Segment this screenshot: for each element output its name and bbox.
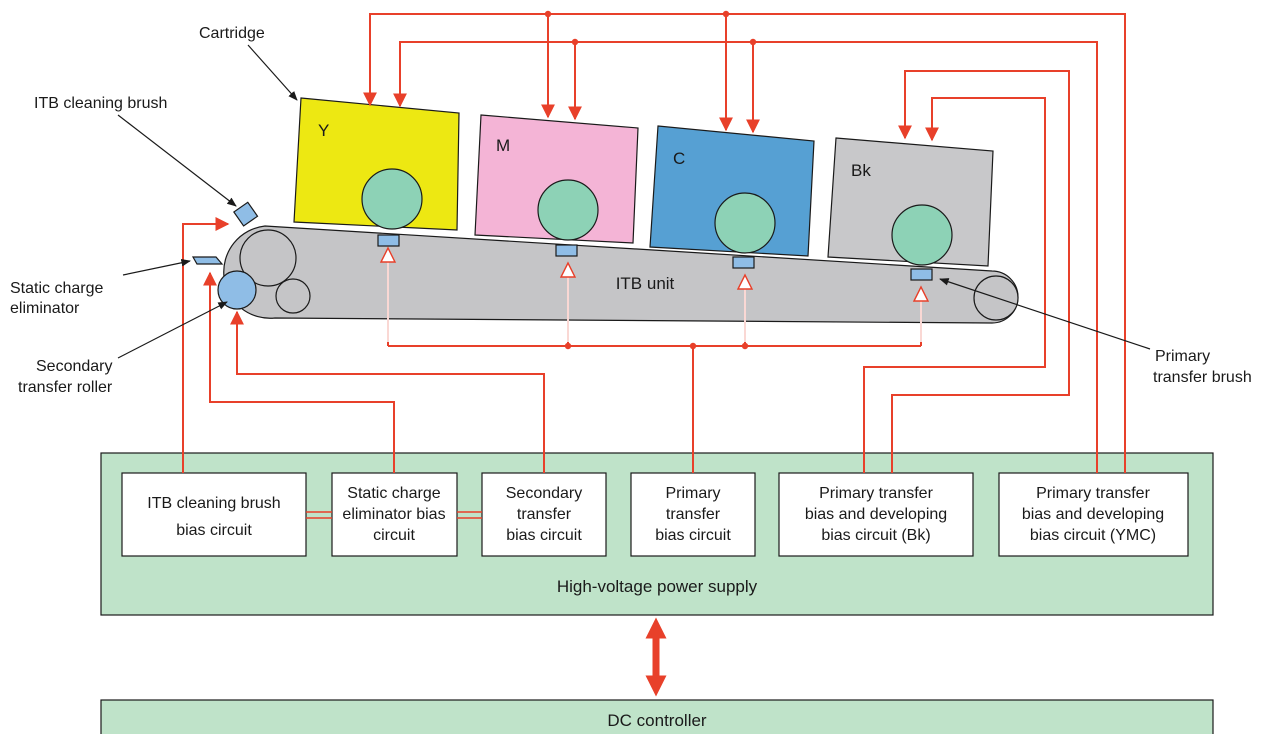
circuit-label-line: bias circuit <box>655 527 731 544</box>
primary-brush-bk <box>910 268 933 281</box>
primary-brush-y <box>377 234 400 247</box>
circuit-label-line: Static charge <box>347 485 440 502</box>
circuit-label-line: transfer <box>666 506 721 523</box>
primary-brush-m <box>555 244 578 257</box>
box-connector-2 <box>457 511 482 519</box>
circuit-box-secondary-transfer: Secondary transfer bias circuit <box>481 472 607 557</box>
circuit-label-line: bias and developing <box>805 506 947 523</box>
dc-controller-title: DC controller <box>607 711 707 730</box>
circuit-box-static-eliminator: Static charge eliminator bias circuit <box>331 472 458 557</box>
dc-controller-panel <box>100 699 1214 734</box>
circuit-label-line: circuit <box>373 527 415 544</box>
circuit-label-line: Secondary <box>506 485 583 502</box>
label-line: Static charge <box>10 280 103 297</box>
wiring-ymc-developing <box>363 10 1126 473</box>
primary-transfer-brush-leader <box>939 278 1151 350</box>
circuit-label-line: bias circuit <box>176 522 252 539</box>
circuit-label-line: bias and developing <box>1022 506 1164 523</box>
circuit-label-line: Primary transfer <box>1036 485 1150 502</box>
cartridge-leader <box>247 44 298 101</box>
itb-belt <box>223 225 1019 324</box>
itb-idler-roller <box>275 278 311 314</box>
static-charge-eliminator-leader <box>122 259 191 276</box>
secondary-transfer-roller <box>217 270 257 310</box>
primary-brush-c <box>732 256 755 269</box>
circuit-label-line: transfer <box>517 506 572 523</box>
cartridge-bk: Bk <box>827 137 994 281</box>
static-charge-eliminator-label: Static charge eliminator <box>10 280 108 317</box>
wiring-left-circuits <box>182 217 545 473</box>
label-line: transfer brush <box>1153 369 1252 386</box>
itb-cleaning-brush-pad <box>233 201 259 227</box>
cartridge-y: Y <box>293 97 460 247</box>
circuit-box-itb-cleaning: ITB cleaning brush bias circuit <box>121 472 307 557</box>
label-line: Primary <box>1155 348 1210 365</box>
wiring-primary-transfer <box>379 246 930 473</box>
power-supply-title: High-voltage power supply <box>557 577 758 596</box>
label-line: transfer roller <box>18 379 113 396</box>
cartridge-m: M <box>474 114 639 257</box>
itb-unit-label: ITB unit <box>616 274 675 293</box>
circuit-label-line: ITB cleaning brush <box>147 495 280 512</box>
circuit-label-line: Primary transfer <box>819 485 933 502</box>
itb-drive-roller <box>239 229 297 287</box>
circuit-box-primary-transfer: Primary transfer bias circuit <box>630 472 756 557</box>
cartridge-c: C <box>649 125 815 269</box>
circuit-label-line: eliminator bias <box>342 506 445 523</box>
drum-bk <box>891 204 953 266</box>
cartridge-label: Cartridge <box>199 25 265 42</box>
circuit-box-ymc: Primary transfer bias and developing bia… <box>998 472 1189 557</box>
static-charge-eliminator-plate <box>191 256 224 265</box>
itb-cleaning-brush-leader <box>117 114 237 207</box>
wiring-bk-developing <box>863 70 1070 473</box>
circuit-label-line: bias circuit <box>506 527 582 544</box>
drum-m <box>537 179 599 241</box>
label-line: Secondary <box>36 358 113 375</box>
label-line: eliminator <box>10 300 80 317</box>
drum-y <box>361 168 423 230</box>
drum-c <box>714 192 776 254</box>
cartridge-letter: C <box>673 149 685 168</box>
circuit-label-line: bias circuit (Bk) <box>821 527 930 544</box>
circuit-label-line: Primary <box>665 485 720 502</box>
box-connector-1 <box>306 511 332 519</box>
secondary-transfer-roller-label: Secondary transfer roller <box>18 358 117 396</box>
cartridge-letter: Bk <box>851 161 871 180</box>
circuit-label-line: bias circuit (YMC) <box>1030 527 1156 544</box>
cartridge-letter: M <box>496 136 510 155</box>
secondary-transfer-roller-leader <box>117 301 228 359</box>
itb-cleaning-brush-label: ITB cleaning brush <box>34 95 167 112</box>
primary-transfer-brush-label: Primary transfer brush <box>1153 348 1252 386</box>
cartridge-letter: Y <box>318 121 329 140</box>
circuit-box-bk: Primary transfer bias and developing bia… <box>778 472 974 557</box>
